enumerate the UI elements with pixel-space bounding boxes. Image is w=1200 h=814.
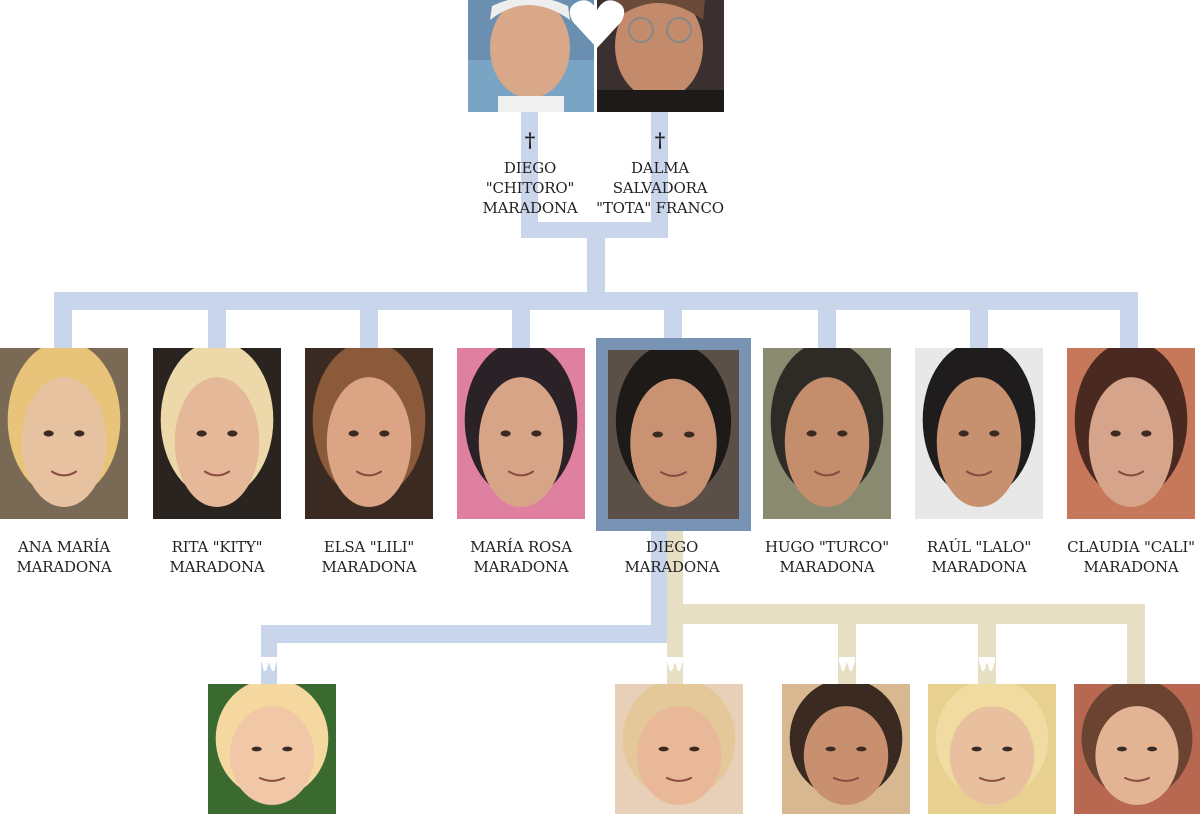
sibling-photo [608, 350, 739, 519]
partner1-drop [261, 625, 277, 685]
partner1-bar [261, 625, 667, 643]
partner-drop-3 [838, 604, 856, 685]
heart-icon [569, 0, 625, 48]
partner-photo [1074, 684, 1200, 814]
sibling-photo [763, 348, 891, 519]
sibling-drop-3 [360, 292, 378, 350]
partner-photo [208, 684, 336, 814]
mother-name: Dalma Salvadora "Tota" Franco [596, 159, 724, 217]
father-connector [521, 112, 538, 238]
sibling-drop-2 [208, 292, 226, 350]
sibling-drop-5 [664, 292, 682, 342]
siblings-bar [54, 292, 1138, 310]
sibling-name: DiegoMaradona [624, 538, 720, 576]
partner-drop-4 [978, 604, 996, 685]
sibling-name: Ana MaríaMaradona [16, 538, 112, 576]
sibling-photo [457, 348, 585, 519]
sibling-name: Claudia "Cali"Maradona [1067, 538, 1195, 576]
sibling-name: Elsa "Lili"Maradona [321, 538, 417, 576]
partner-drop-5 [1127, 604, 1145, 685]
divorce-break-icon [261, 657, 277, 671]
sibling-name: Rita "Kity"Maradona [169, 538, 265, 576]
sibling-name: Hugo "Turco"Maradona [765, 538, 889, 576]
father-deceased-icon: † [524, 128, 536, 152]
diego-highlight-frame [596, 338, 751, 531]
sibling-name: María RosaMaradona [470, 538, 572, 576]
father-name: Diego "Chitoro" Maradona [482, 159, 578, 217]
partner-photo [615, 684, 743, 814]
sibling-name: Raúl "Lalo"Maradona [926, 538, 1032, 576]
partner-photo [782, 684, 910, 814]
partners-bar [667, 604, 1145, 624]
sibling-drop-4 [512, 292, 530, 350]
father-photo [468, 0, 594, 112]
sibling-photo [915, 348, 1043, 519]
sibling-photo [1067, 348, 1195, 519]
parents-trunk [587, 222, 605, 294]
sibling-photo [305, 348, 433, 519]
diego-blue-trunk [651, 530, 667, 642]
sibling-drop-1 [54, 292, 72, 350]
divorce-break-icon [839, 657, 855, 671]
divorce-break-icon [979, 657, 995, 671]
sibling-drop-6 [818, 292, 836, 350]
mother-connector [651, 112, 668, 238]
partner-photo [928, 684, 1056, 814]
sibling-photo [0, 348, 128, 519]
mother-deceased-icon: † [654, 128, 666, 152]
sibling-drop-8 [1120, 292, 1138, 350]
divorce-break-icon [667, 657, 683, 671]
sibling-photo [153, 348, 281, 519]
sibling-drop-7 [970, 292, 988, 350]
